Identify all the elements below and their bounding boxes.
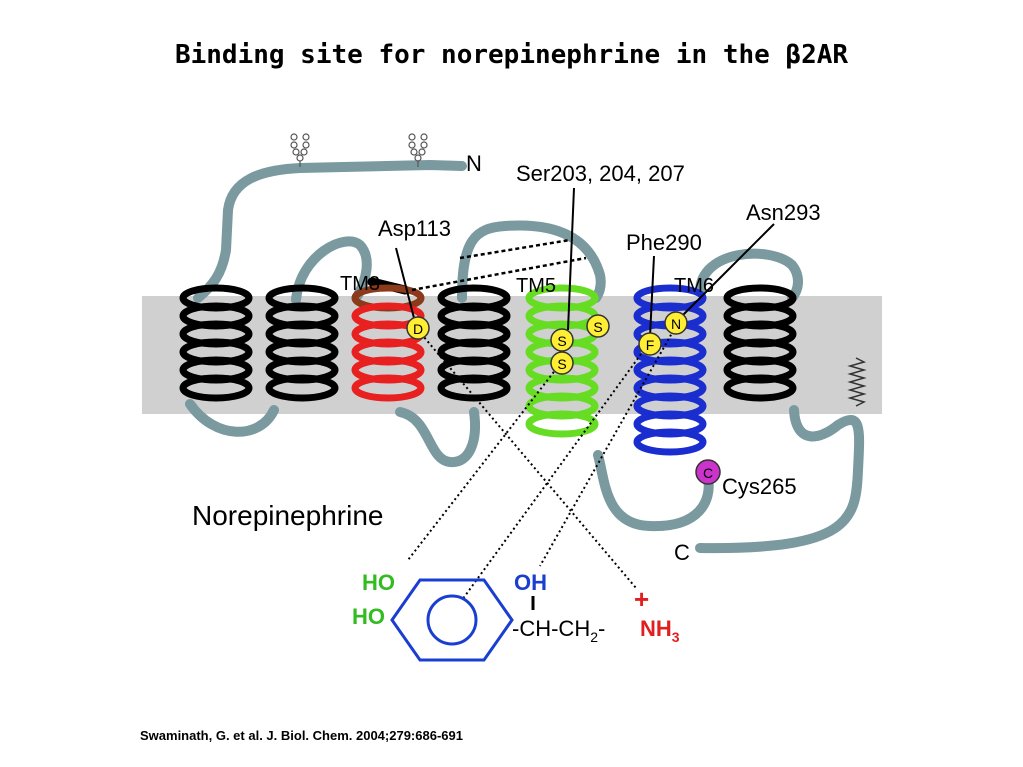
- residue-c: C: [695, 459, 721, 485]
- residue-f: F: [638, 332, 662, 356]
- residue-s3: S: [550, 351, 574, 375]
- residue-d: D: [406, 316, 430, 340]
- benzene-ring: [390, 578, 514, 662]
- membrane-band: [142, 296, 882, 414]
- helix-3-tm3: [351, 284, 425, 402]
- ho-label-1: HO: [362, 570, 395, 595]
- tm5-label: TM5: [516, 275, 556, 297]
- receptor-loops: [185, 160, 865, 554]
- ser-label: Ser203, 204, 207: [516, 161, 685, 186]
- positive-charge: +: [634, 584, 649, 614]
- helix-4: [437, 284, 511, 402]
- palmitoyl-zigzag: [847, 357, 867, 407]
- tm3-label: TM3: [340, 273, 380, 295]
- ligand-name-label: Norepinephrine: [192, 500, 383, 531]
- helix-7-coil: [723, 374, 797, 402]
- c-terminus-label: C: [674, 540, 690, 565]
- tm6-label: TM6: [674, 275, 714, 297]
- helix-1: [179, 284, 253, 402]
- helix-5-tm5-coil: [525, 410, 599, 438]
- residue-f-letter: F: [646, 337, 655, 353]
- residue-d-letter: D: [413, 321, 423, 337]
- norepinephrine-structure: HO HO OH -CH-CH2- + NH3: [352, 570, 680, 662]
- residue-n-letter: N: [671, 316, 681, 332]
- benzene-aromatic-circle: [426, 594, 478, 646]
- helix-1-coil: [179, 374, 253, 402]
- residue-n: N: [664, 311, 688, 335]
- helix-2: [265, 284, 339, 402]
- page-title: Binding site for norepinephrine in the β…: [174, 40, 849, 70]
- glycosylation-icon-2: [408, 133, 428, 167]
- citation-text: Swaminath, G. et al. J. Biol. Chem. 2004…: [140, 728, 463, 743]
- ligand-interaction-dots: [407, 325, 677, 601]
- residue-s1: S: [586, 314, 610, 338]
- amine-label: NH3: [640, 616, 680, 645]
- oh-label: OH: [514, 570, 547, 595]
- phe290-label: Phe290: [626, 230, 702, 255]
- asp113-label: Asp113: [378, 216, 451, 241]
- chain-label: -CH-CH2-: [512, 616, 605, 645]
- helix-6-tm6-coil: [633, 428, 707, 456]
- helix-7: [723, 284, 797, 402]
- cys265-label: Cys265: [722, 474, 797, 499]
- glycosylation-icon-1: [290, 133, 310, 167]
- residue-s1-letter: S: [593, 319, 602, 335]
- residue-s2: S: [550, 328, 574, 352]
- residue-c-letter: C: [703, 465, 713, 481]
- hbond-dashes-top: [411, 238, 587, 292]
- helix-3-tm3-coil: [351, 374, 425, 402]
- helix-4-coil: [437, 374, 511, 402]
- ho-label-2: HO: [352, 604, 385, 629]
- residue-s2-letter: S: [557, 333, 566, 349]
- pointer-lines: [395, 187, 775, 337]
- asn293-label: Asn293: [746, 200, 821, 225]
- residue-s3-letter: S: [557, 356, 566, 372]
- helix-2-coil: [265, 374, 339, 402]
- n-terminus-label: N: [466, 151, 482, 176]
